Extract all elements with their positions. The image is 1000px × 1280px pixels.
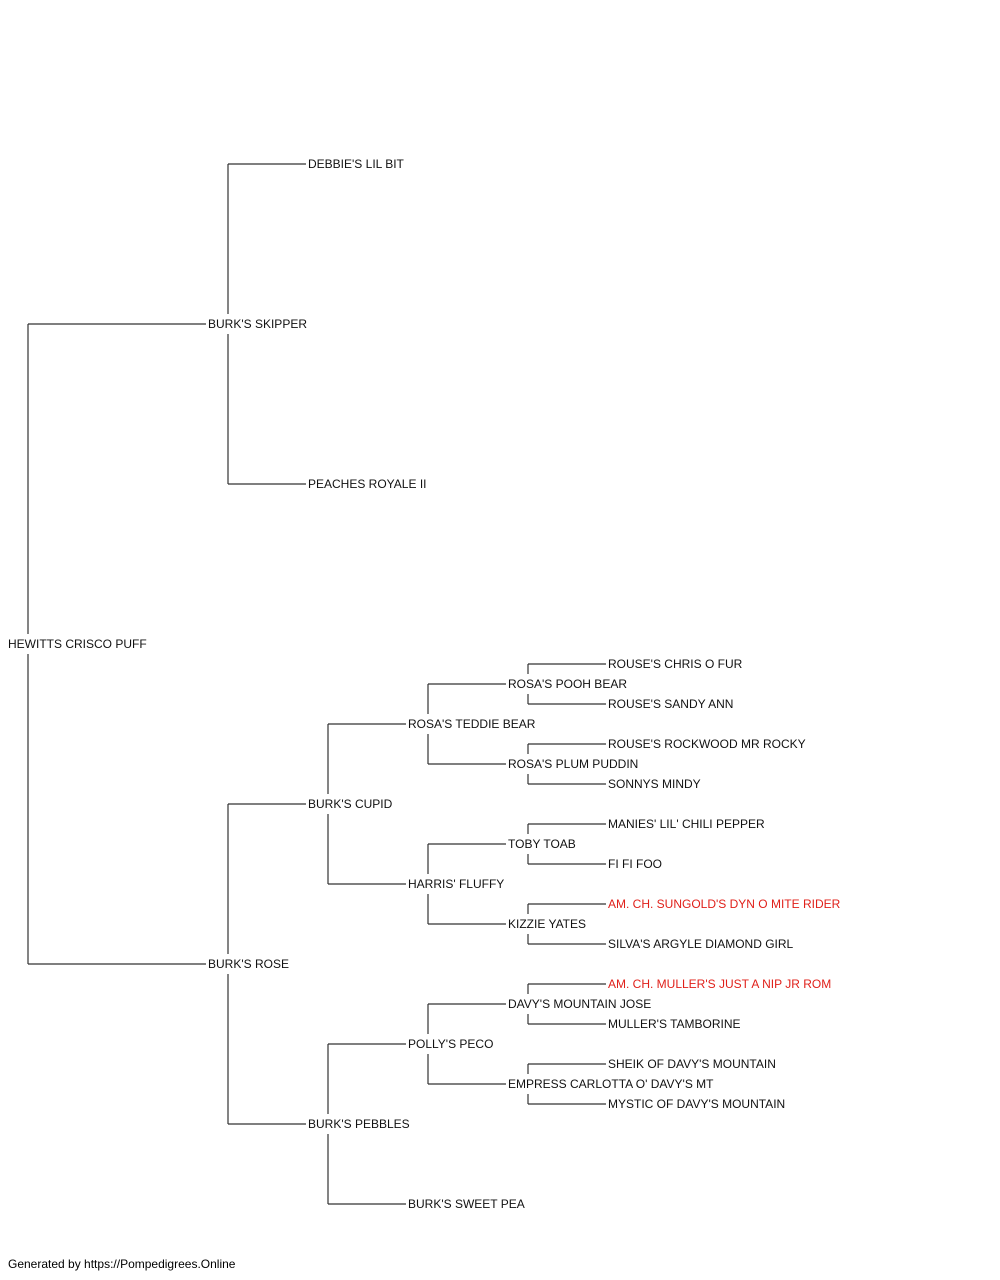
pedigree-name: SHEIK OF DAVY'S MOUNTAIN [608, 1057, 776, 1071]
pedigree-name: MULLER'S TAMBORINE [608, 1017, 741, 1031]
pedigree-name: POLLY'S PECO [408, 1037, 494, 1051]
pedigree-name: DEBBIE'S LIL BIT [308, 157, 404, 171]
pedigree-name: BURK'S PEBBLES [308, 1117, 410, 1131]
pedigree-name: MANIES' LIL' CHILI PEPPER [608, 817, 765, 831]
pedigree-name: HARRIS' FLUFFY [408, 877, 505, 891]
pedigree-name: BURK'S SWEET PEA [408, 1197, 525, 1211]
pedigree-name: HEWITTS CRISCO PUFF [8, 637, 147, 651]
pedigree-name: ROSA'S TEDDIE BEAR [408, 717, 536, 731]
pedigree-name: ROUSE'S ROCKWOOD MR ROCKY [608, 737, 806, 751]
pedigree-name: TOBY TOAB [508, 837, 576, 851]
pedigree-name: ROSA'S PLUM PUDDIN [508, 757, 639, 771]
pedigree-name: SONNYS MINDY [608, 777, 701, 791]
pedigree-name: ROUSE'S SANDY ANN [608, 697, 734, 711]
pedigree-name: BURK'S ROSE [208, 957, 289, 971]
pedigree-name: DAVY'S MOUNTAIN JOSE [508, 997, 652, 1011]
pedigree-name: FI FI FOO [608, 857, 662, 871]
pedigree-name: SILVA'S ARGYLE DIAMOND GIRL [608, 937, 794, 951]
pedigree-name: AM. CH. SUNGOLD'S DYN O MITE RIDER [608, 897, 841, 911]
pedigree-name: KIZZIE YATES [508, 917, 587, 931]
pedigree-name: ROUSE'S CHRIS O FUR [608, 657, 743, 671]
pedigree-name: BURK'S CUPID [308, 797, 393, 811]
pedigree-name: EMPRESS CARLOTTA O' DAVY'S MT [508, 1077, 714, 1091]
pedigree-name: ROSA'S POOH BEAR [508, 677, 627, 691]
pedigree-name: AM. CH. MULLER'S JUST A NIP JR ROM [608, 977, 832, 991]
footer-credit: Generated by https://Pompedigrees.Online [8, 1257, 236, 1271]
pedigree-name: MYSTIC OF DAVY'S MOUNTAIN [608, 1097, 786, 1111]
pedigree-name: BURK'S SKIPPER [208, 317, 307, 331]
pedigree-name: PEACHES ROYALE II [308, 477, 427, 491]
